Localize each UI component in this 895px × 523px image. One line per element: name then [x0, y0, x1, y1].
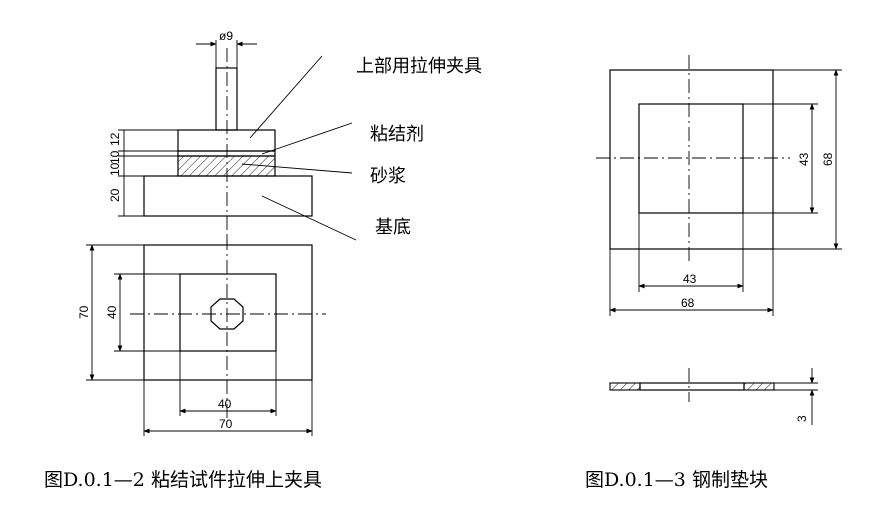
thickness-dimensions: 12 10 10 20 [108, 129, 178, 217]
pad-inner-height-dimension: 43 [797, 152, 811, 166]
pad-section-left [609, 382, 641, 391]
rod-diameter-dimension: ø9 [196, 29, 257, 68]
plan-inner-square [179, 273, 277, 352]
adhesive-dimension: 10 [108, 150, 122, 164]
plan-height-dimensions: 70 40 [77, 244, 180, 381]
fixture-plate-dimension: 12 [108, 132, 122, 146]
mortar-dimension: 10 [108, 162, 122, 176]
mortar-layer [177, 155, 276, 177]
pad-section-right [743, 382, 775, 391]
label-mortar: 砂浆 [370, 166, 406, 187]
pad-plan-view [596, 55, 790, 262]
fixture-plate [177, 129, 276, 152]
label-adhesive: 粘结剂 [370, 124, 424, 145]
pad-section-middle [639, 382, 745, 391]
pad-outer-square [609, 69, 774, 250]
caption-right: 图D.0.1—3 钢制垫块 [585, 469, 768, 491]
pad-inner-square [638, 103, 744, 214]
rod-diameter-label: ø9 [219, 29, 233, 43]
base-dimension: 20 [108, 188, 122, 202]
leader-lines [241, 55, 357, 241]
plan-inner-height-dimension: 40 [105, 305, 119, 319]
left-side-view [143, 48, 313, 245]
pad-section-view [609, 368, 775, 402]
plan-outer-square [143, 244, 313, 381]
pad-height-dimensions: 43 68 [743, 69, 842, 250]
label-base: 基底 [375, 217, 411, 238]
caption-left: 图D.0.1—2 粘结试件拉伸上夹具 [44, 469, 322, 491]
plan-rod-hole [210, 298, 244, 330]
plan-inner-width-dimension: 40 [218, 397, 232, 411]
fixture-rod [215, 67, 238, 131]
pad-thickness-label: 3 [795, 415, 809, 422]
plan-outer-height-dimension: 70 [77, 305, 91, 319]
base-block [143, 175, 313, 217]
pad-outer-height-dimension: 68 [821, 152, 835, 166]
pad-inner-width-dimension: 43 [683, 272, 697, 286]
label-upper-fixture: 上部用拉伸夹具 [356, 56, 482, 77]
pad-outer-width-dimension: 68 [681, 296, 695, 310]
plan-outer-width-dimension: 70 [219, 417, 233, 431]
pad-width-dimensions: 43 68 [609, 213, 774, 316]
plan-width-dimensions: 40 70 [143, 351, 313, 436]
adhesive-layer [177, 150, 276, 157]
left-plan-view [130, 236, 326, 418]
pad-thickness-dimension: 3 [774, 368, 818, 425]
